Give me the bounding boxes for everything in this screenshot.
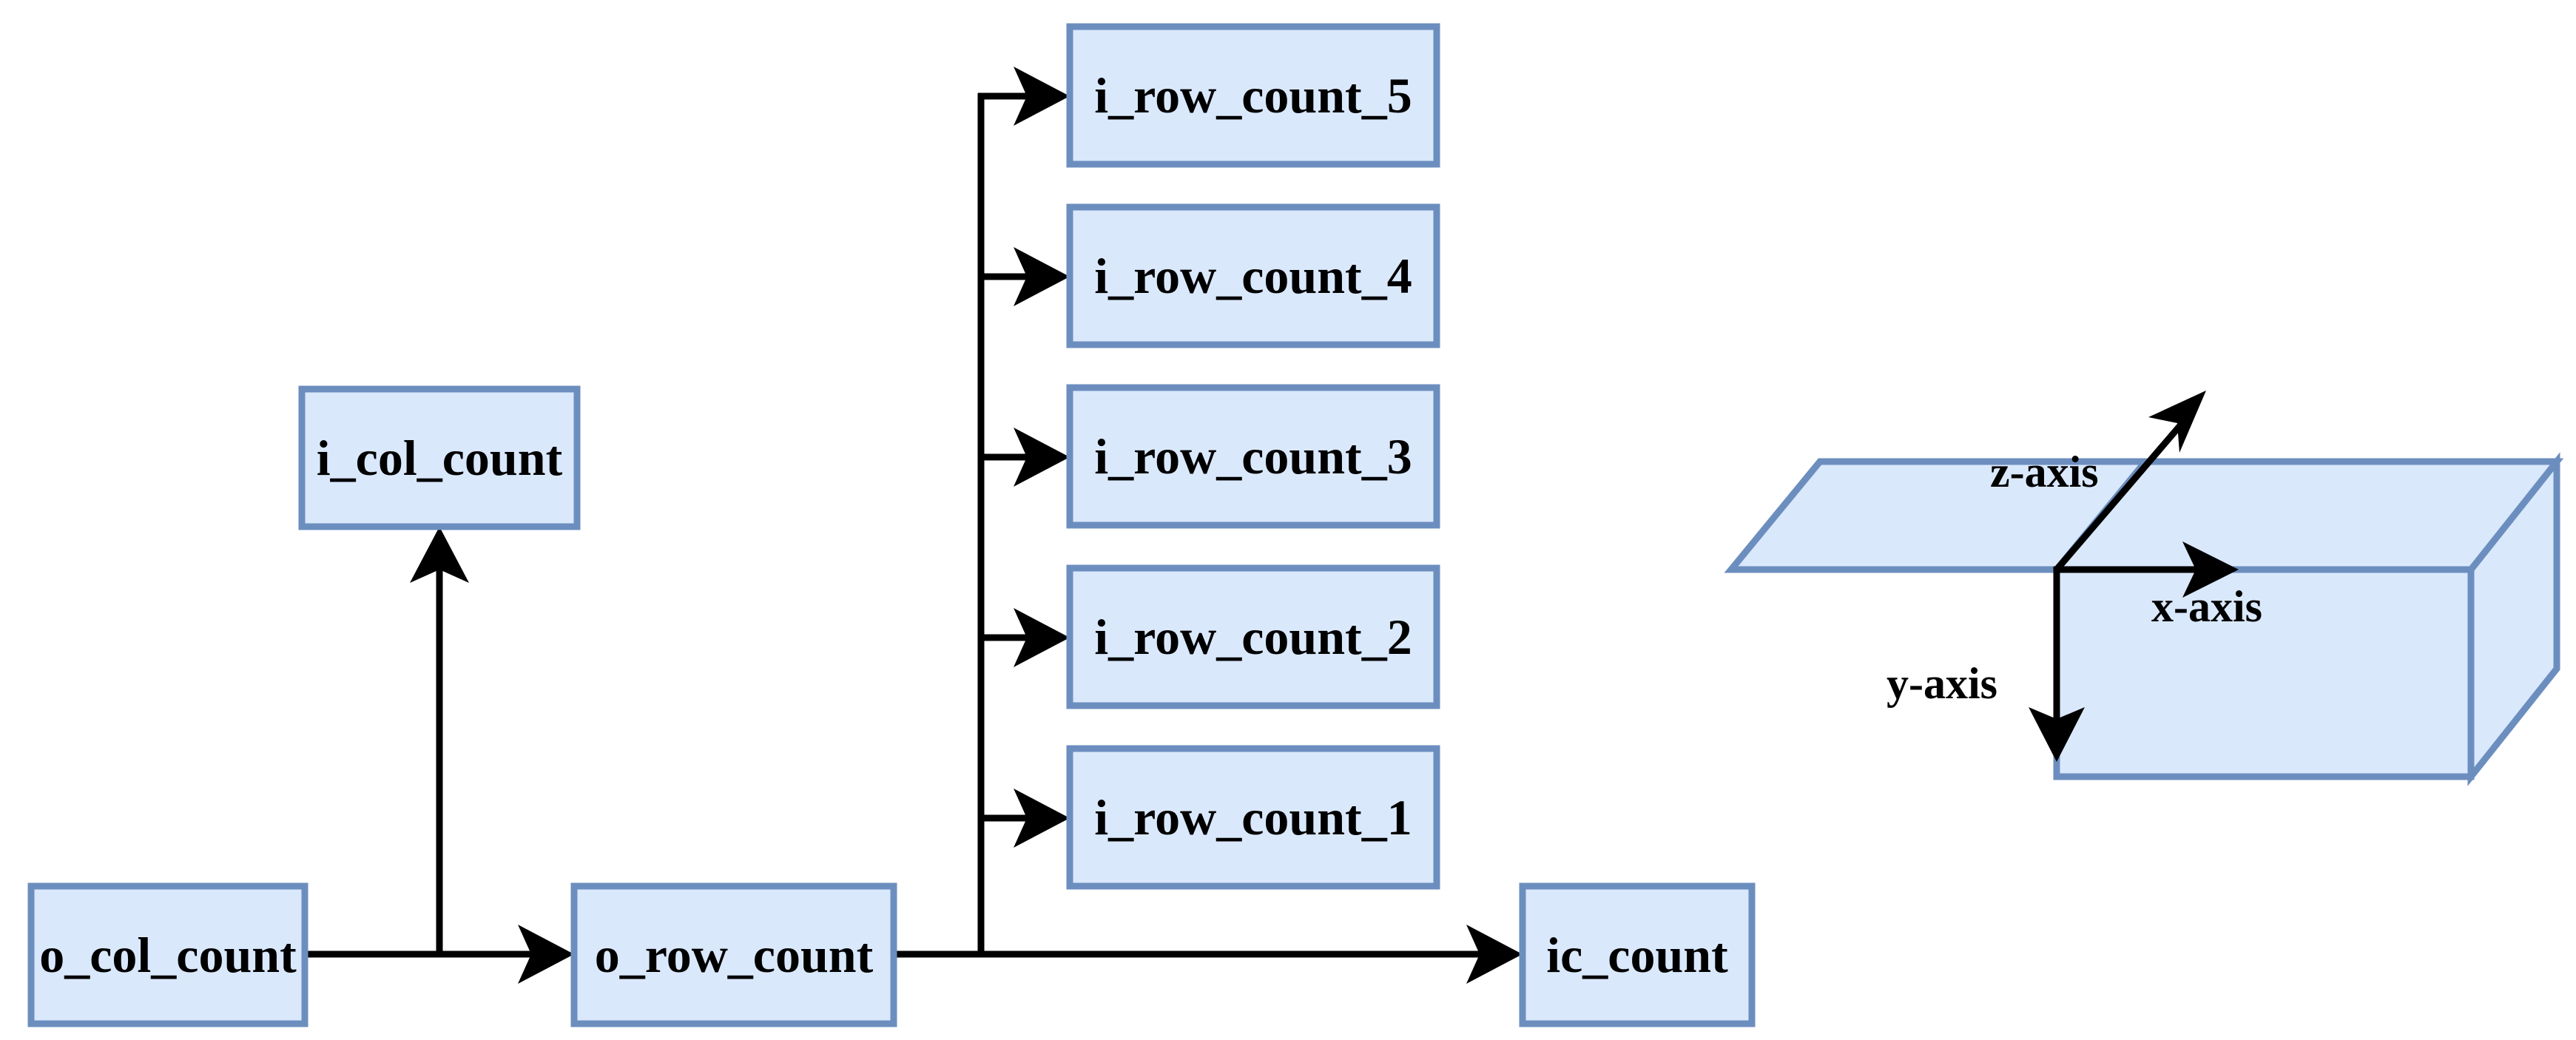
node-i-row-count-5: i_row_count_5 — [1066, 23, 1440, 168]
axes: z-axis x-axis y-axis — [1887, 391, 2262, 762]
node-label: i_col_count — [317, 430, 563, 486]
node-label: ic_count — [1546, 927, 1728, 983]
x-axis-label: x-axis — [2151, 582, 2262, 631]
cube-front-face — [2053, 566, 2475, 780]
node-label: o_col_count — [39, 927, 297, 983]
arrowhead-i-row-2 — [1014, 608, 1070, 667]
arrowhead-i-col — [410, 527, 469, 583]
z-axis-arrowhead — [2148, 391, 2206, 453]
node-i-col-count: i_col_count — [298, 385, 581, 530]
node-i-row-count-2: i_row_count_2 — [1066, 564, 1440, 709]
edges — [305, 67, 1523, 984]
node-i-row-count-1: i_row_count_1 — [1066, 745, 1440, 890]
node-label: i_row_count_3 — [1094, 428, 1412, 484]
arrowhead-o-row — [518, 925, 574, 984]
x-axis-arrowhead — [2182, 541, 2239, 598]
node-label: i_row_count_5 — [1094, 67, 1412, 124]
y-axis-arrowhead — [2029, 707, 2085, 762]
z-axis-line — [2054, 412, 2193, 572]
z-axis-label: z-axis — [1990, 448, 2099, 496]
node-label: o_row_count — [595, 927, 874, 983]
node-label: i_row_count_2 — [1094, 609, 1412, 665]
node-label: i_row_count_4 — [1094, 248, 1412, 304]
node-o-col-count: o_col_count — [27, 882, 308, 1027]
arrowhead-i-row-5 — [1014, 67, 1070, 126]
arrowhead-i-row-1 — [1014, 789, 1070, 848]
axis-cube — [1724, 452, 2564, 786]
node-i-row-count-4: i_row_count_4 — [1066, 203, 1440, 348]
arrowhead-i-row-4 — [1014, 247, 1070, 306]
arrowhead-i-row-3 — [1014, 428, 1070, 487]
node-label: i_row_count_1 — [1094, 789, 1412, 845]
node-o-row-count: o_row_count — [570, 882, 897, 1027]
node-i-row-count-3: i_row_count_3 — [1066, 384, 1440, 529]
y-axis-label: y-axis — [1887, 659, 1997, 708]
arrowhead-ic — [1466, 925, 1523, 984]
node-ic-count: ic_count — [1519, 882, 1756, 1027]
